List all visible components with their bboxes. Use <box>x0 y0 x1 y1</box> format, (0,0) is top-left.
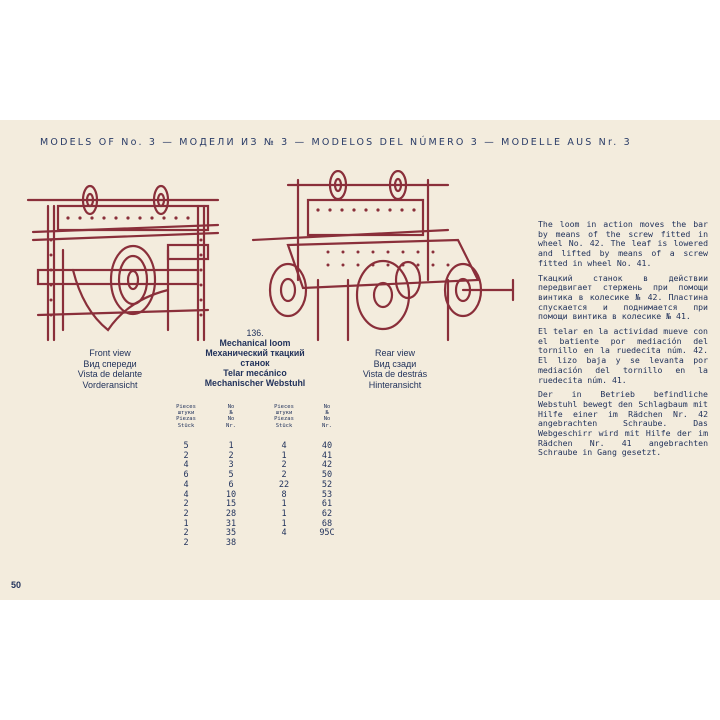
description-es: El telar en la actividad mueve con el ba… <box>538 326 708 385</box>
parts-cell: 2 <box>183 538 189 549</box>
parts-cell: 6 <box>228 479 234 490</box>
header-line: № <box>229 410 233 417</box>
header-line: No <box>227 416 235 423</box>
header-line: No <box>227 404 235 410</box>
parts-cell: 4 <box>183 489 189 500</box>
header-line: Nr. <box>226 422 236 429</box>
parts-cell: 22 <box>278 479 290 490</box>
parts-cell: 1 <box>281 450 287 461</box>
parts-cell: 68 <box>321 518 333 529</box>
header-line: No <box>323 416 331 423</box>
parts-list: Pieces штуки Piezas Stück 5 2 4 6 4 4 2 … <box>172 404 352 564</box>
description-en: The loom in action moves the bar by mean… <box>538 219 708 268</box>
parts-cell: 35 <box>225 528 237 539</box>
model-title-de: Mechanischer Webstuhl <box>204 378 306 388</box>
parts-cell: 42 <box>321 460 333 471</box>
header-line: Pieces <box>176 404 196 410</box>
front-caption-en: Front view <box>89 348 131 358</box>
parts-col-header: No № No Nr. <box>314 404 340 442</box>
model-title-ru-2: станок <box>240 358 270 368</box>
header-line: Stück <box>177 422 195 429</box>
parts-cell: 2 <box>281 470 287 481</box>
parts-cell: 15 <box>225 499 237 510</box>
model-title: 136. Mechanical loom Механический ткацки… <box>190 328 320 388</box>
parts-cell: 5 <box>183 441 189 451</box>
header-line: No <box>323 404 331 410</box>
parts-cell: 52 <box>321 479 333 490</box>
rear-view-illustration <box>251 170 515 342</box>
rear-caption-ru: Вид сзади <box>373 358 417 369</box>
header-line: штуки <box>177 410 195 417</box>
parts-cell: 40 <box>321 441 333 451</box>
parts-col-pieces-2: Pieces штуки Piezas Stück 4 1 2 2 22 8 1… <box>270 404 298 539</box>
rear-caption-de: Hinteransicht <box>368 379 422 390</box>
parts-col-header: Pieces штуки Piezas Stück <box>172 404 200 442</box>
parts-col-number-2: No № No Nr. 40 41 42 50 52 53 61 62 68 9… <box>314 404 340 539</box>
parts-cell: 2 <box>228 450 234 461</box>
parts-cell: 2 <box>183 450 189 461</box>
parts-cell: 1 <box>228 441 234 451</box>
page-number: 50 <box>11 580 22 590</box>
parts-cell: 3 <box>228 460 234 471</box>
parts-cell: 4 <box>183 460 189 471</box>
parts-cell: 6 <box>183 470 189 481</box>
parts-cell: 10 <box>225 489 237 500</box>
parts-cell: 2 <box>183 508 189 519</box>
rear-caption-es: Vista de destrás <box>362 369 428 379</box>
header-line: Pieces <box>274 404 294 410</box>
rear-view-caption: Rear view Вид сзади Vista de destrás Hin… <box>345 348 445 390</box>
rear-caption-en: Rear view <box>374 348 415 358</box>
parts-cell: 61 <box>321 499 333 510</box>
parts-cell: 31 <box>225 518 237 529</box>
front-view-caption: Front view Вид спереди Vista de delante … <box>60 348 160 390</box>
parts-cell: 38 <box>225 538 237 549</box>
parts-cell: 4 <box>183 479 189 490</box>
parts-cell: 1 <box>183 518 189 529</box>
parts-cell: 1 <box>281 508 287 519</box>
parts-cell: 50 <box>321 470 333 481</box>
description-ru: Ткацкий станок в действии передвигает ст… <box>538 272 708 322</box>
booklet-page: MODELS OF No. 3 — МОДЕЛИ ИЗ № 3 — MODELO… <box>0 120 720 600</box>
model-title-es: Telar mecánico <box>223 368 287 378</box>
parts-col-number-1: No № No Nr. 1 2 3 5 6 10 15 28 31 35 38 <box>218 404 244 549</box>
page-header: MODELS OF No. 3 — МОДЕЛИ ИЗ № 3 — MODELO… <box>40 137 632 148</box>
front-caption-ru: Вид спереди <box>83 358 137 369</box>
parts-cell: 8 <box>281 489 287 500</box>
header-line: штуки <box>275 410 293 417</box>
parts-col-pieces-1: Pieces штуки Piezas Stück 5 2 4 6 4 4 2 … <box>172 404 200 549</box>
model-number: 136. <box>246 328 264 338</box>
header-line: Piezas <box>176 416 196 423</box>
parts-cell: 1 <box>281 499 287 510</box>
parts-cell: 2 <box>183 499 189 510</box>
header-line: Stück <box>275 422 293 429</box>
parts-col-header: No № No Nr. <box>218 404 244 442</box>
parts-cell: 4 <box>281 528 287 539</box>
front-caption-de: Vorderansicht <box>82 379 138 390</box>
parts-cell: 4 <box>281 441 287 451</box>
description-de: Der in Betrieb befindliche Webstuhl bewe… <box>538 389 708 458</box>
description-text: The loom in action moves the bar by mean… <box>538 219 708 463</box>
parts-col-header: Pieces штуки Piezas Stück <box>270 404 298 442</box>
parts-cell: 1 <box>281 518 287 529</box>
model-title-en: Mechanical loom <box>219 338 291 348</box>
parts-cell: 5 <box>228 470 234 481</box>
parts-cell: 95C <box>319 528 335 539</box>
header-line: № <box>325 410 329 417</box>
model-title-ru-1: Механический ткацкий <box>205 348 305 358</box>
parts-cell: 41 <box>321 450 333 461</box>
parts-cell: 2 <box>281 460 287 471</box>
parts-cell: 2 <box>183 528 189 539</box>
header-line: Piezas <box>274 416 294 423</box>
parts-cell: 28 <box>225 508 237 519</box>
front-view-illustration <box>26 184 220 342</box>
parts-cell: 62 <box>321 508 333 519</box>
front-caption-es: Vista de delante <box>77 369 143 379</box>
header-line: Nr. <box>322 422 332 429</box>
parts-cell: 53 <box>321 489 333 500</box>
